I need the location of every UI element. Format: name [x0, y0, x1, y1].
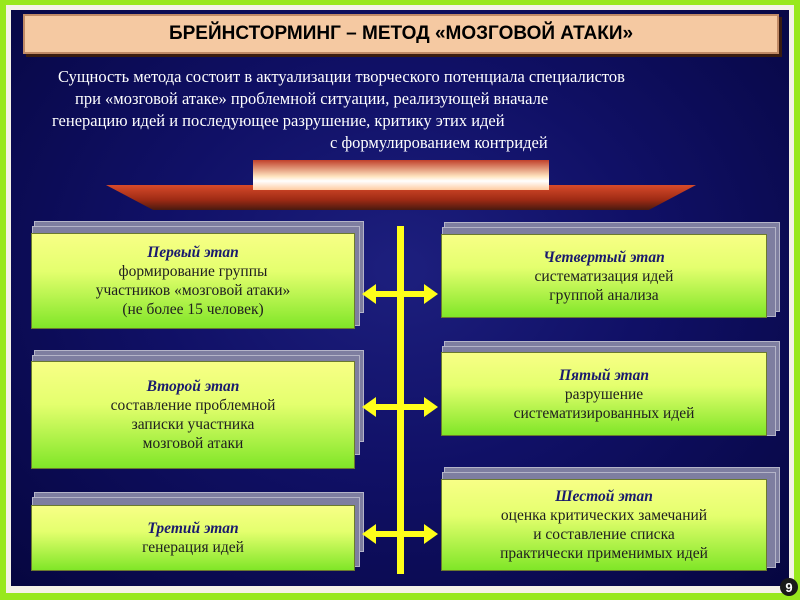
stage-text: систематизация идей — [534, 267, 674, 285]
double-arrow-icon — [362, 524, 438, 544]
stage-title: Третий этап — [147, 520, 239, 537]
stage-box-1: Первый этап формирование группы участник… — [31, 233, 355, 329]
stage-text: и составление списка — [533, 526, 675, 543]
stage-text: разрушение — [564, 385, 644, 403]
title-bar: БРЕЙНСТОРМИНГ – МЕТОД «МОЗГОВОЙ АТАКИ» — [23, 14, 779, 54]
stage-text: оценка критических замечаний — [500, 507, 708, 524]
stage-box-3: Третий этап генерация идей — [31, 505, 355, 571]
stage-text: составление проблемной — [110, 397, 276, 414]
stage-text: (не более 15 человек) — [122, 301, 264, 318]
stage-text: систематизированных идей — [513, 404, 695, 422]
intro-line: с формулированием контридей — [330, 133, 548, 152]
double-arrow-icon — [362, 284, 438, 304]
stage-title: Четвертый этап — [543, 248, 665, 266]
double-arrow-icon — [362, 397, 438, 417]
stage-box-6: Шестой этап оценка критических замечаний… — [441, 479, 767, 571]
stage-text: практически применимых идей — [500, 545, 708, 562]
stage-box-4: Четвертый этап систематизация идей групп… — [441, 234, 767, 318]
page-number: 9 — [785, 579, 793, 595]
stage-title: Второй этап — [146, 378, 240, 395]
intro-line: Сущность метода состоит в актуализации т… — [58, 67, 625, 86]
page-title: БРЕЙНСТОРМИНГ – МЕТОД «МОЗГОВОЙ АТАКИ» — [168, 23, 634, 44]
stage-title: Шестой этап — [555, 488, 653, 505]
intro-text: Сущность метода состоит в актуализации т… — [40, 66, 760, 154]
stage-box-2: Второй этап составление проблемной запис… — [31, 361, 355, 469]
platform-top — [253, 160, 549, 190]
stage-text: группой анализа — [549, 286, 659, 304]
intro-line: генерацию идей и последующее разрушение,… — [52, 111, 505, 130]
stage-text: генерация идей — [142, 539, 244, 556]
stage-text: формирование группы — [118, 263, 268, 280]
stage-box-5: Пятый этап разрушение систематизированны… — [441, 352, 767, 436]
intro-line: при «мозговой атаке» проблемной ситуации… — [75, 89, 549, 108]
stage-text: участников «мозговой атаки» — [95, 282, 291, 299]
connector-spine — [397, 226, 404, 574]
stage-text: мозговой атаки — [142, 435, 244, 452]
stage-text: записки участника — [131, 416, 255, 433]
stage-title: Пятый этап — [558, 366, 649, 384]
page-number-badge: 9 — [780, 578, 798, 596]
stage-title: Первый этап — [147, 244, 239, 261]
